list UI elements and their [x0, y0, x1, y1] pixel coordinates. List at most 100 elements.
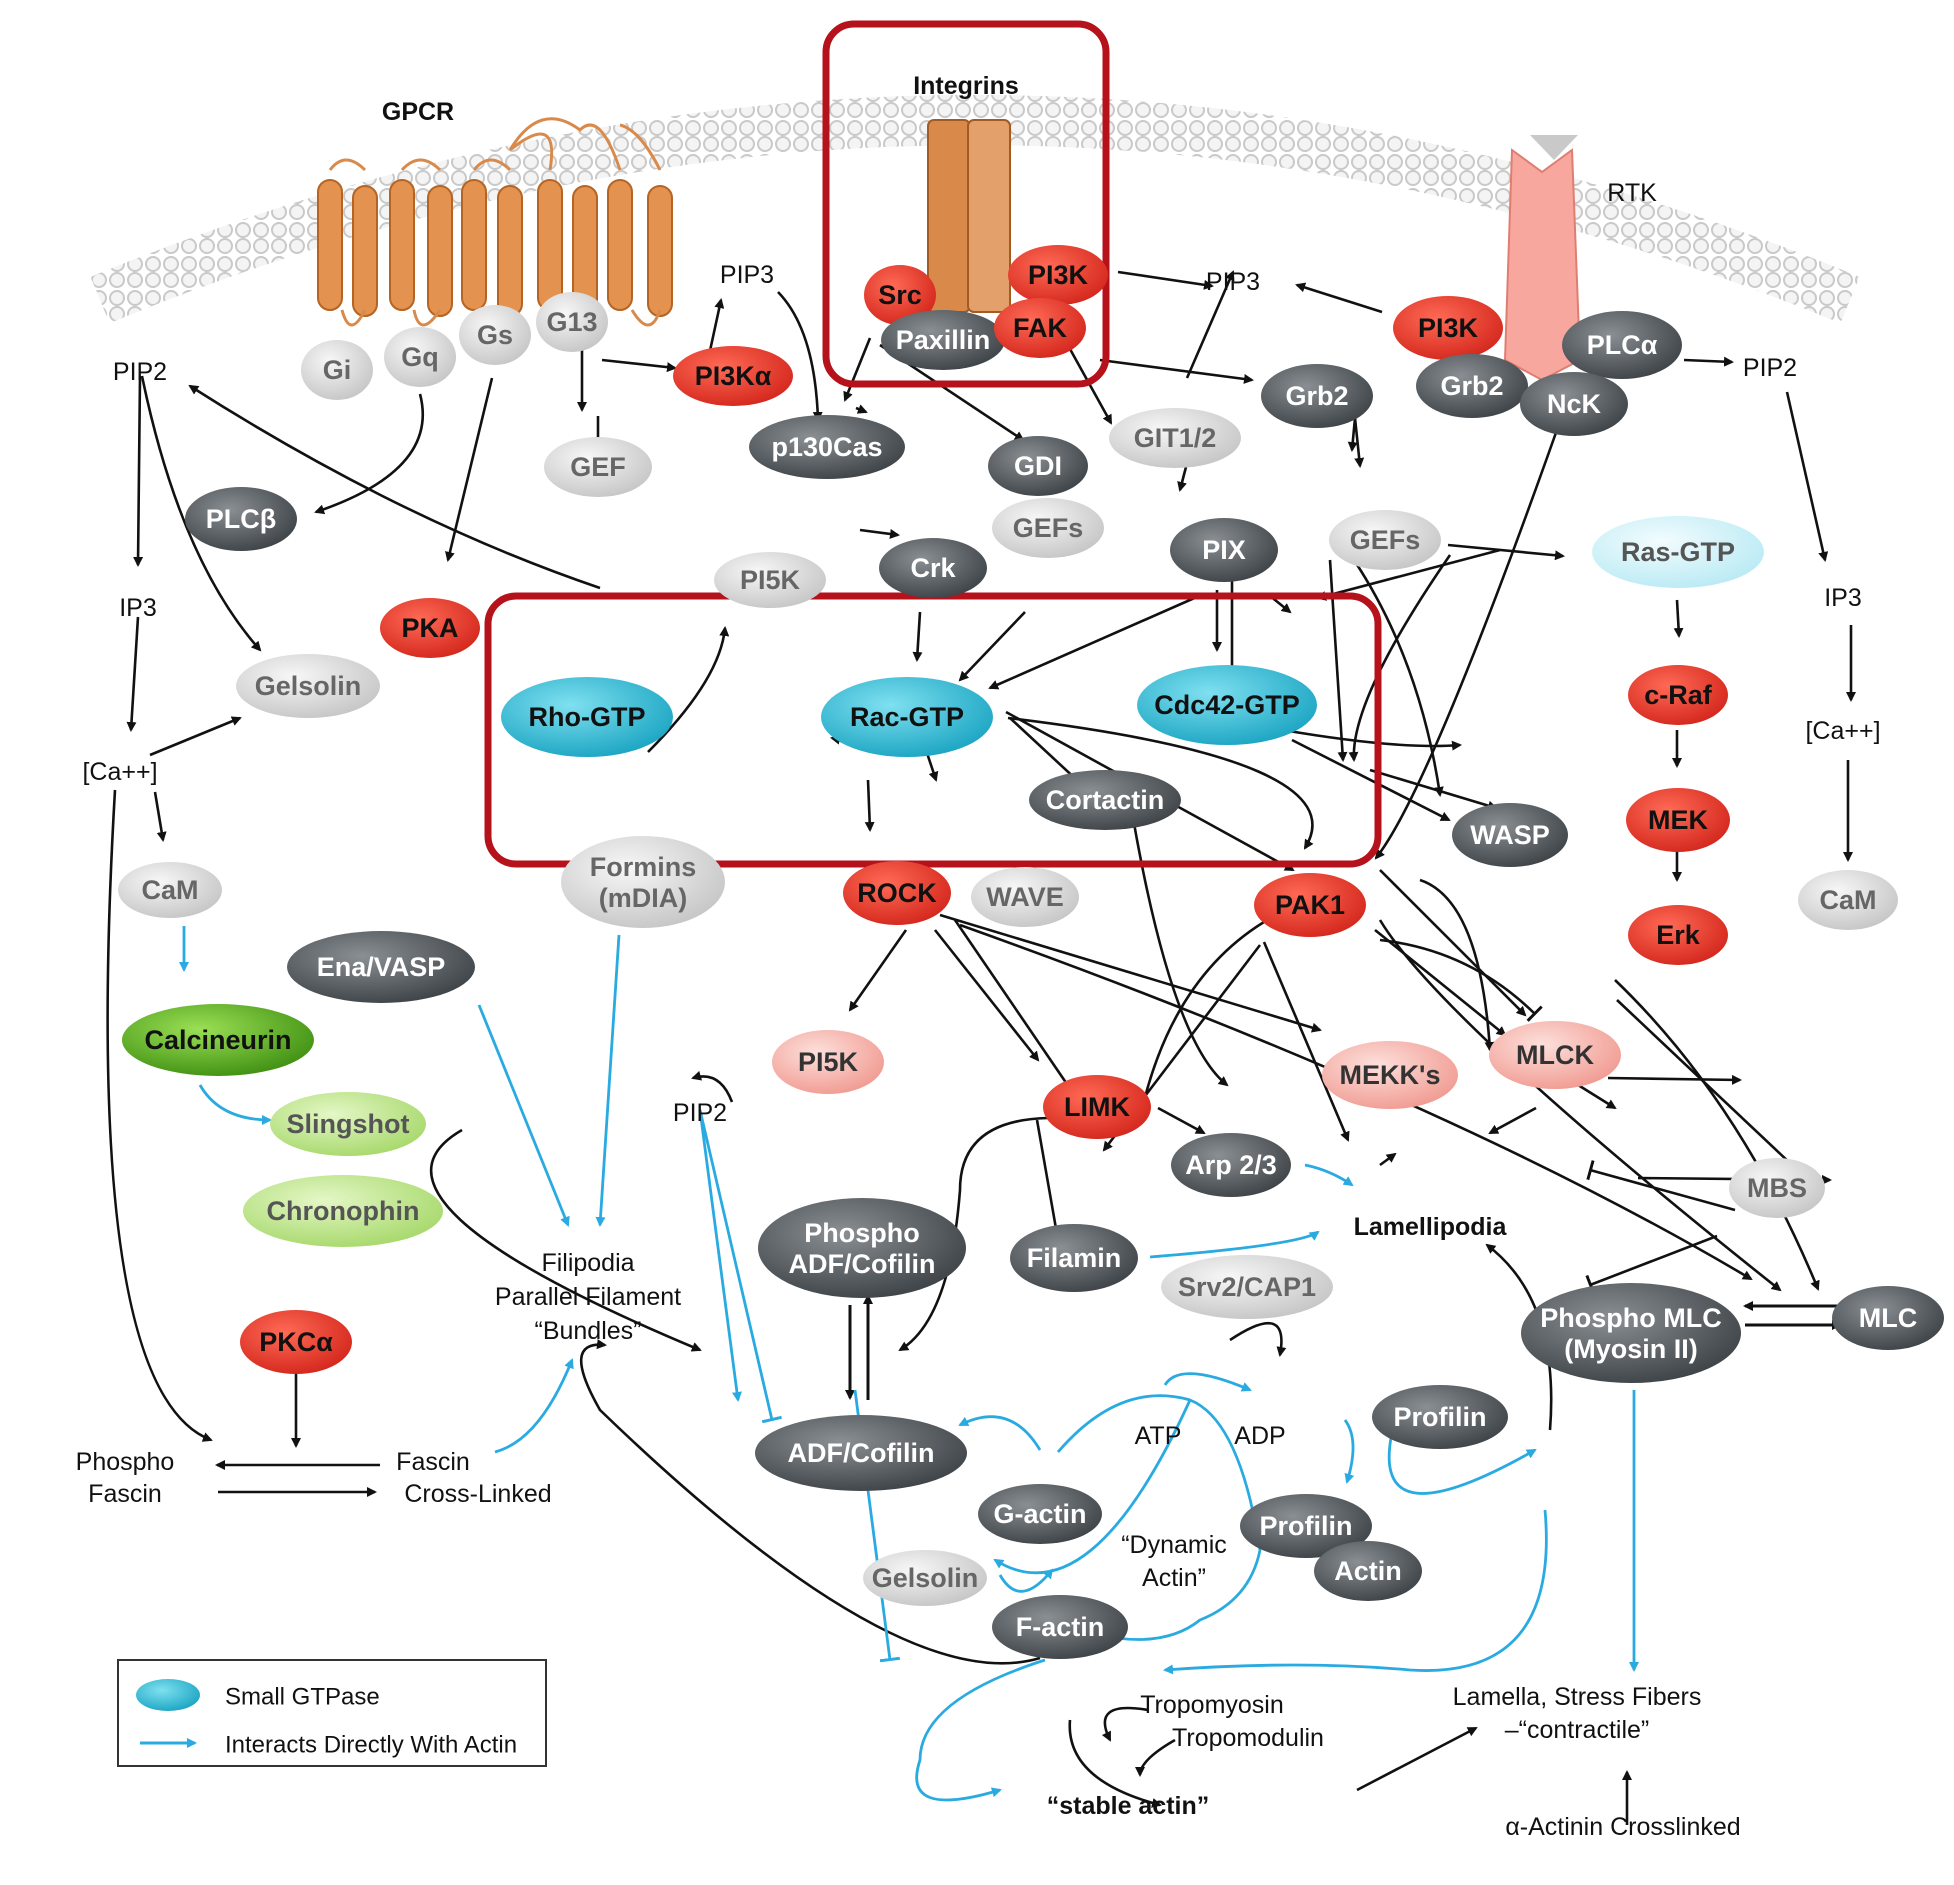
srv2-node[interactable]: Srv2/CAP1	[1161, 1255, 1333, 1319]
pix-node[interactable]: PIX	[1170, 518, 1278, 582]
git-node[interactable]: GIT1/2	[1109, 408, 1241, 468]
rac-gtp-node-label: Rac-GTP	[850, 702, 964, 732]
limk-node-label: LIMK	[1064, 1092, 1130, 1122]
f-actin-node[interactable]: F-actin	[992, 1595, 1128, 1659]
profilin-node-1[interactable]: Profilin	[1372, 1385, 1508, 1449]
pka-node[interactable]: PKA	[380, 598, 480, 658]
label-lamellipodia: Lamellipodia	[1354, 1213, 1508, 1241]
mekks-node[interactable]: MEKK's	[1322, 1041, 1458, 1109]
gefs-node-1-label: GEFs	[1013, 513, 1084, 543]
gelsolin-small-node[interactable]: Gelsolin	[863, 1550, 987, 1606]
profilin-node-2[interactable]: Profilin	[1240, 1494, 1372, 1558]
activation-arrow	[188, 384, 601, 590]
plc-beta-node[interactable]: PLCβ	[185, 487, 297, 551]
label-pip3-2: PIP3	[1206, 268, 1260, 296]
g-q-node[interactable]: Gq	[384, 327, 456, 387]
label-pip2-left: PIP2	[113, 358, 167, 386]
grb2-node[interactable]: Grb2	[1261, 364, 1373, 428]
p130cas-node[interactable]: p130Cas	[749, 415, 905, 479]
erk-node[interactable]: Erk	[1628, 905, 1728, 965]
cam-node-1[interactable]: CaM	[118, 862, 222, 918]
rac-gtp-node[interactable]: Rac-GTP	[821, 677, 993, 757]
activation-arrow	[859, 528, 900, 539]
mbs-node[interactable]: MBS	[1729, 1158, 1825, 1218]
formins-node[interactable]: Formins(mDIA)	[561, 836, 725, 928]
mlck-node[interactable]: MLCK	[1489, 1021, 1621, 1089]
label-fascin-2: Cross-Linked	[404, 1480, 551, 1508]
gef-node[interactable]: GEF	[544, 437, 652, 497]
gefs-node-1[interactable]: GEFs	[992, 498, 1104, 558]
filamin-node[interactable]: Filamin	[1010, 1224, 1138, 1292]
label-ip3-left: IP3	[119, 594, 157, 622]
git-node-label: GIT1/2	[1134, 423, 1217, 453]
plc-alpha-node[interactable]: PLCα	[1562, 311, 1682, 379]
integrin-pi3k-node[interactable]: PI3K	[1008, 245, 1108, 305]
gefs-node-2[interactable]: GEFs	[1329, 510, 1441, 570]
activation-arrow	[1379, 1152, 1397, 1167]
pi5k-top-node[interactable]: PI5K	[714, 552, 826, 608]
git-node-shape	[1109, 408, 1241, 468]
chronophin-node-shape	[243, 1175, 443, 1247]
ras-gtp-node[interactable]: Ras-GTP	[1592, 516, 1764, 588]
limk-node[interactable]: LIMK	[1043, 1075, 1151, 1139]
calcineurin-node-shape	[122, 1004, 314, 1076]
wasp-node[interactable]: WASP	[1452, 803, 1568, 867]
arp23-node-shape	[1171, 1133, 1291, 1197]
cdc42-gtp-node[interactable]: Cdc42-GTP	[1137, 665, 1317, 745]
actin-node[interactable]: Actin	[1314, 1541, 1422, 1601]
inhibition-edge	[1585, 1234, 1718, 1295]
rtk-pi3k-node[interactable]: PI3K	[1393, 296, 1503, 360]
g-i-node[interactable]: Gi	[301, 340, 373, 400]
phospho-adf-cofilin-node-label-2: ADF/Cofilin	[789, 1249, 936, 1279]
activation-arrow	[106, 789, 213, 1442]
g-q-node-label: Gq	[401, 342, 439, 372]
gef-node-shape	[544, 437, 652, 497]
pix-node-label: PIX	[1202, 535, 1246, 565]
g-actin-node[interactable]: G-actin	[978, 1484, 1102, 1544]
rock-node[interactable]: ROCK	[843, 861, 951, 925]
c-raf-node[interactable]: c-Raf	[1628, 665, 1728, 725]
rtk-grb2-node-label: Grb2	[1440, 371, 1503, 401]
gdi-node[interactable]: GDI	[988, 436, 1088, 496]
activation-arrow	[1683, 356, 1734, 367]
adf-cofilin-node[interactable]: ADF/Cofilin	[755, 1415, 967, 1491]
mbs-node-shape	[1729, 1158, 1825, 1218]
arp23-node[interactable]: Arp 2/3	[1171, 1133, 1291, 1197]
src-node[interactable]: Src	[864, 265, 936, 325]
pka-node-label: PKA	[401, 613, 458, 643]
pi5k-bottom-node[interactable]: PI5K	[772, 1030, 884, 1094]
pak1-node[interactable]: PAK1	[1254, 873, 1366, 937]
g-q-node-shape	[384, 327, 456, 387]
g-s-node[interactable]: Gs	[459, 305, 531, 365]
rtk-grb2-node[interactable]: Grb2	[1416, 354, 1528, 418]
pi3k-alpha-node[interactable]: PI3Kα	[673, 346, 793, 406]
ena-vasp-node[interactable]: Ena/VASP	[287, 931, 475, 1003]
cortactin-node[interactable]: Cortactin	[1029, 770, 1181, 830]
pkc-alpha-node[interactable]: PKCα	[240, 1310, 352, 1374]
mek-node[interactable]: MEK	[1626, 788, 1730, 852]
paxillin-node[interactable]: Paxillin	[881, 310, 1005, 370]
fak-node[interactable]: FAK	[994, 298, 1086, 358]
calcineurin-node[interactable]: Calcineurin	[122, 1004, 314, 1076]
gpcr-helix	[607, 179, 633, 311]
activation-arrow	[1099, 358, 1254, 384]
crk-node[interactable]: Crk	[879, 538, 987, 598]
direct-actin-arrow	[1043, 1394, 1262, 1641]
slingshot-node[interactable]: Slingshot	[270, 1092, 426, 1156]
mlc-node[interactable]: MLC	[1832, 1286, 1944, 1350]
wave-node-label: WAVE	[986, 882, 1064, 912]
phospho-mlc-node[interactable]: Phospho MLC(Myosin II)	[1521, 1283, 1741, 1383]
chronophin-node[interactable]: Chronophin	[243, 1175, 443, 1247]
activation-arrow	[1328, 559, 1348, 762]
legend: Small GTPase Interacts Directly With Act…	[117, 1659, 547, 1767]
gelsolin-node[interactable]: Gelsolin	[236, 654, 380, 718]
rho-gtp-node[interactable]: Rho-GTP	[501, 677, 673, 757]
g-13-node[interactable]: G13	[536, 292, 608, 352]
pi5k-top-node-shape	[714, 552, 826, 608]
activation-arrow	[1068, 1719, 1162, 1808]
cam-node-2[interactable]: CaM	[1798, 870, 1898, 930]
wave-node[interactable]: WAVE	[971, 867, 1079, 927]
nck-node[interactable]: NcK	[1520, 372, 1628, 436]
